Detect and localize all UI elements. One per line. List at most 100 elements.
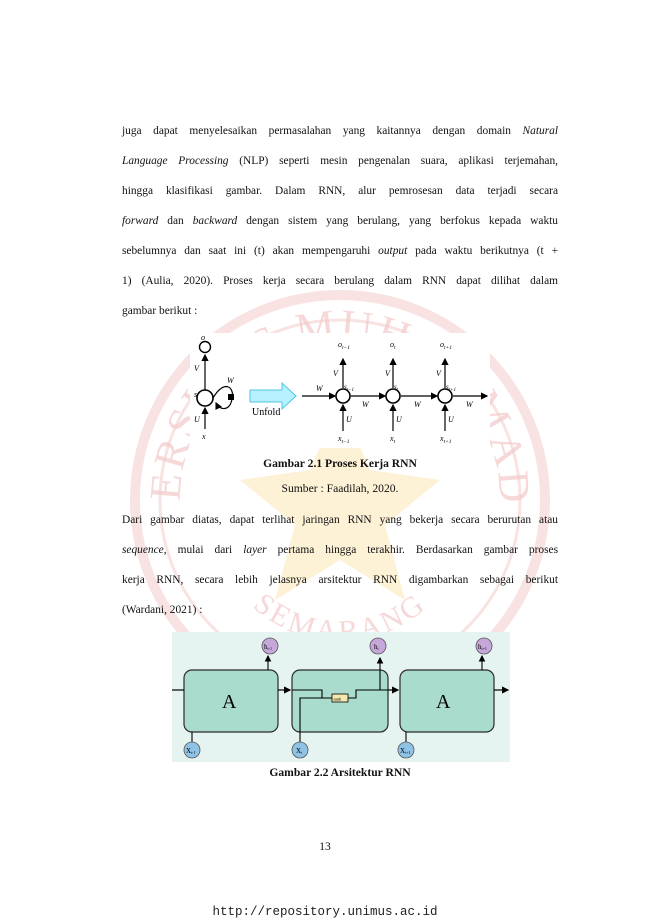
label-o-cur-sub: t — [394, 345, 396, 351]
rnn-unfold-diagram: o s V W U x Unfold ot−1 ot ot+1 st−1 st … — [190, 333, 490, 448]
label-w-2: W — [362, 400, 370, 409]
x-cur-sub: t — [301, 750, 303, 755]
paragraph-line: hingga klasifikasi gambar. Dalam RNN, al… — [122, 176, 558, 206]
h-prev-sub: t-1 — [268, 646, 272, 651]
label-x-next-sub: t+1 — [444, 439, 452, 445]
italic-term: layer — [243, 544, 267, 556]
text-run: sebelumnya dan saat ini (t) akan mempeng… — [122, 245, 379, 257]
label-s-cur: s — [394, 383, 397, 391]
text-run: 1) (Aulia, 2020). Proses kerja secara be… — [122, 275, 558, 287]
svg-text:st: st — [394, 383, 399, 393]
body-paragraph-1: juga dapat menyelesaikan permasalahan ya… — [122, 116, 558, 326]
text-run: Dari gambar diatas, dapat terlihat jarin… — [122, 514, 558, 526]
label-s-prev: s — [344, 383, 347, 391]
label-w-4: W — [466, 400, 474, 409]
paragraph-line: kerja RNN, secara lebih jelasnya arsitek… — [122, 565, 558, 595]
paragraph-line: sebelumnya dan saat ini (t) akan mempeng… — [122, 236, 558, 266]
text-run: dan — [158, 215, 193, 227]
paragraph-line: Dari gambar diatas, dapat terlihat jarin… — [122, 505, 558, 535]
x-prev-sub: t-1 — [191, 750, 195, 755]
label-x-next: x — [439, 434, 444, 443]
h-cur-sub: t — [378, 646, 380, 651]
text-run: gambar berikut : — [122, 305, 198, 317]
text-run: dengan sistem yang berulang, yang berfok… — [237, 215, 558, 227]
label-v-1: V — [333, 369, 339, 378]
label-x-prev-sub: t−1 — [342, 439, 350, 445]
paragraph-line: gambar berikut : — [122, 296, 558, 326]
figure2-caption: Gambar 2.2 Arsitektur RNN — [269, 766, 411, 779]
svg-text:Xt+1: Xt+1 — [400, 747, 410, 755]
label-s-cur-sub: t — [397, 388, 399, 393]
svg-text:ot: ot — [390, 340, 396, 351]
italic-term: sequence — [122, 544, 164, 556]
x-cur: X — [296, 747, 301, 755]
label-x: x — [201, 432, 206, 441]
figure1-source: Sumber : Faadilah, 2020. — [281, 482, 399, 495]
x-prev: X — [186, 747, 191, 755]
paragraph-line: sequence, mulai dari layer pertama hingg… — [122, 535, 558, 565]
paragraph-line: Language Processing (NLP) seperti mesin … — [122, 146, 558, 176]
label-o-cur: o — [390, 340, 394, 349]
italic-term: forward — [122, 215, 159, 227]
text-run: (Wardani, 2021) : — [122, 604, 203, 616]
svg-text:xt: xt — [389, 434, 396, 445]
text-run: juga dapat menyelesaikan permasalahan ya… — [122, 125, 523, 137]
label-o-prev-sub: t−1 — [342, 345, 350, 351]
paragraph-line: juga dapat menyelesaikan permasalahan ya… — [122, 116, 558, 146]
h-prev: h — [264, 643, 268, 651]
italic-term: backward — [192, 215, 238, 227]
label-s-prev-sub: t−1 — [347, 388, 354, 393]
italic-term: Natural — [522, 125, 558, 137]
label-s: s — [194, 390, 197, 399]
paragraph-line: forward dan backward dengan sistem yang … — [122, 206, 558, 236]
svg-text:ot+1: ot+1 — [440, 340, 452, 351]
text-run: pertama hingga terakhir. Berdasarkan gam… — [266, 544, 559, 556]
italic-term: Language Processing — [122, 155, 229, 167]
label-u: U — [194, 415, 201, 424]
label-o: o — [201, 333, 205, 342]
label-x-prev: x — [337, 434, 342, 443]
h-next-sub: t+1 — [482, 646, 487, 651]
svg-text:ht-1: ht-1 — [264, 643, 272, 651]
page-number: 13 — [319, 841, 331, 853]
unfold-label: Unfold — [252, 407, 280, 418]
cell-a-right: A — [436, 691, 451, 713]
label-v-3: V — [436, 369, 442, 378]
label-s-next: s — [446, 383, 449, 391]
svg-text:Xt: Xt — [296, 747, 303, 755]
label-u-3: U — [448, 415, 455, 424]
label-x-cur-sub: t — [394, 439, 396, 445]
svg-text:st+1: st+1 — [446, 383, 456, 393]
label-x-cur: x — [389, 434, 394, 443]
label-w-3: W — [414, 400, 422, 409]
rnn-architecture-diagram: A A tanh ht-1 ht ht+1 Xt-1 Xt Xt+1 — [172, 632, 510, 762]
paragraph-line: 1) (Aulia, 2020). Proses kerja secara be… — [122, 266, 558, 296]
italic-term: output — [378, 245, 408, 257]
svg-text:ot−1: ot−1 — [338, 340, 350, 351]
svg-text:Xt-1: Xt-1 — [186, 747, 196, 755]
label-v: V — [194, 364, 200, 373]
h-next: h — [478, 643, 482, 651]
x-next-sub: t+1 — [405, 750, 410, 755]
repository-url: http://repository.unimus.ac.id — [212, 905, 438, 919]
cell-a-left: A — [222, 691, 237, 713]
text-run: kerja RNN, secara lebih jelasnya arsitek… — [122, 574, 558, 586]
tanh-label: tanh — [334, 697, 342, 702]
paragraph-line: (Wardani, 2021) : — [122, 595, 558, 625]
label-s-next-sub: t+1 — [449, 388, 456, 393]
text-run: , mulai dari — [163, 544, 244, 556]
x-next: X — [400, 747, 405, 755]
svg-text:ht: ht — [374, 643, 380, 651]
text-run: (NLP) seperti mesin pengenalan suara, ap… — [228, 155, 558, 167]
svg-text:xt+1: xt+1 — [439, 434, 452, 445]
text-run: hingga klasifikasi gambar. Dalam RNN, al… — [122, 185, 558, 197]
label-w-1: W — [316, 384, 324, 393]
label-u-2: U — [396, 415, 403, 424]
svg-text:st−1: st−1 — [344, 383, 354, 393]
svg-text:ht+1: ht+1 — [478, 643, 487, 651]
label-o-next-sub: t+1 — [444, 345, 452, 351]
figure1-caption: Gambar 2.1 Proses Kerja RNN — [263, 457, 417, 470]
label-o-prev: o — [338, 340, 342, 349]
body-paragraph-2: Dari gambar diatas, dapat terlihat jarin… — [122, 505, 558, 625]
svg-text:xt−1: xt−1 — [337, 434, 350, 445]
